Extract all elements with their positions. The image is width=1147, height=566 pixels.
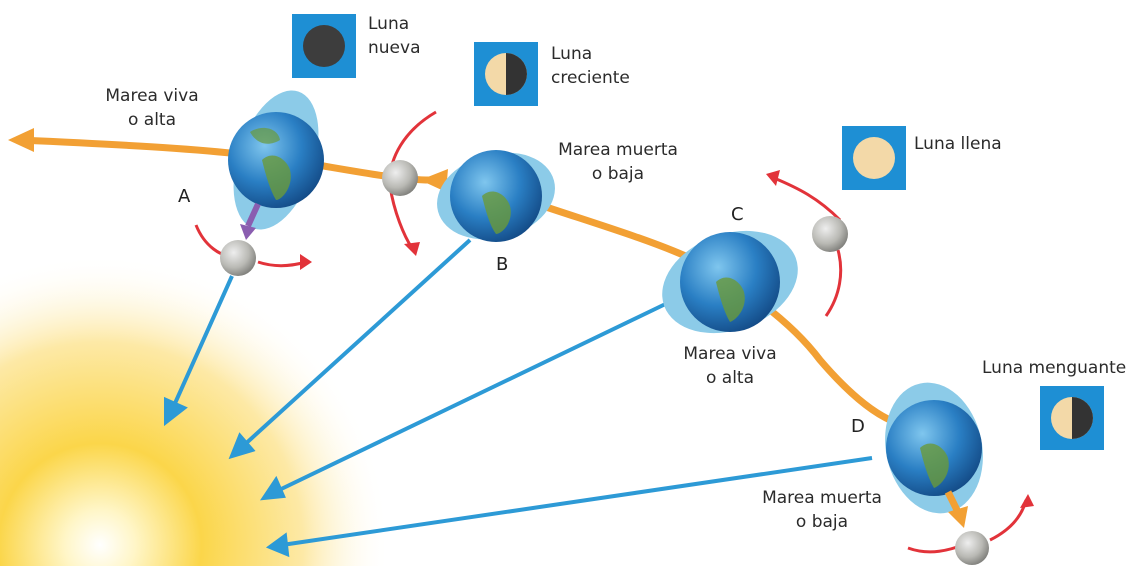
phase-label-line: Luna menguante <box>982 358 1127 378</box>
phase-label-line: Luna <box>551 44 593 64</box>
orbit-arrowhead-left <box>8 128 34 152</box>
phase-label-line: Luna <box>368 14 410 34</box>
last-quarter-moon-icon <box>1040 386 1104 450</box>
phase-label-line: nueva <box>368 38 421 58</box>
tide-label-line: o alta <box>127 110 177 130</box>
orbit-arrowhead-b <box>420 169 448 192</box>
full-moon-icon <box>842 126 906 190</box>
moon-c <box>812 216 848 252</box>
sun <box>0 250 420 566</box>
earth-a <box>228 90 324 230</box>
tide-label-b: Marea muerta o baja <box>548 138 688 186</box>
position-letter-b: B <box>496 254 509 275</box>
new-moon-icon <box>292 14 356 78</box>
tide-label-d: Marea muerta o baja <box>752 486 892 534</box>
tidal-pull-arrow-d <box>944 490 968 528</box>
moon-d <box>955 531 989 565</box>
tide-label-line: Marea muerta <box>762 488 882 508</box>
tide-label-line: Marea muerta <box>558 140 678 160</box>
earth-c <box>662 230 798 334</box>
tide-label-line: o baja <box>795 512 849 532</box>
earth-d <box>885 382 983 514</box>
phase-label-first-quarter: Luna creciente <box>551 42 630 90</box>
phase-label-line: creciente <box>551 68 630 88</box>
phase-label-new-moon: Luna nueva <box>368 12 421 60</box>
phase-label-line: Luna llena <box>914 134 1002 154</box>
tide-label-line: Marea viva <box>105 86 199 106</box>
moon-a <box>220 240 256 276</box>
tide-label-c: Marea viva o alta <box>674 342 786 390</box>
position-letter-c: C <box>731 204 744 225</box>
phase-label-full-moon: Luna llena <box>914 132 1002 156</box>
tide-label-line: o baja <box>591 164 645 184</box>
position-letter-d: D <box>851 416 865 437</box>
phase-label-last-quarter: Luna menguante <box>982 356 1126 380</box>
earth-b <box>437 150 555 242</box>
sun-rays <box>164 238 873 558</box>
moon-motion-arrowheads <box>300 170 1034 508</box>
position-letter-a: A <box>178 186 191 207</box>
tide-label-line: Marea viva <box>683 344 777 364</box>
tidal-pull-arrow-a <box>240 202 261 240</box>
moon-b <box>382 160 418 196</box>
first-quarter-moon-icon <box>474 42 538 106</box>
tide-label-a: Marea viva o alta <box>96 84 208 132</box>
tide-label-line: o alta <box>705 368 755 388</box>
